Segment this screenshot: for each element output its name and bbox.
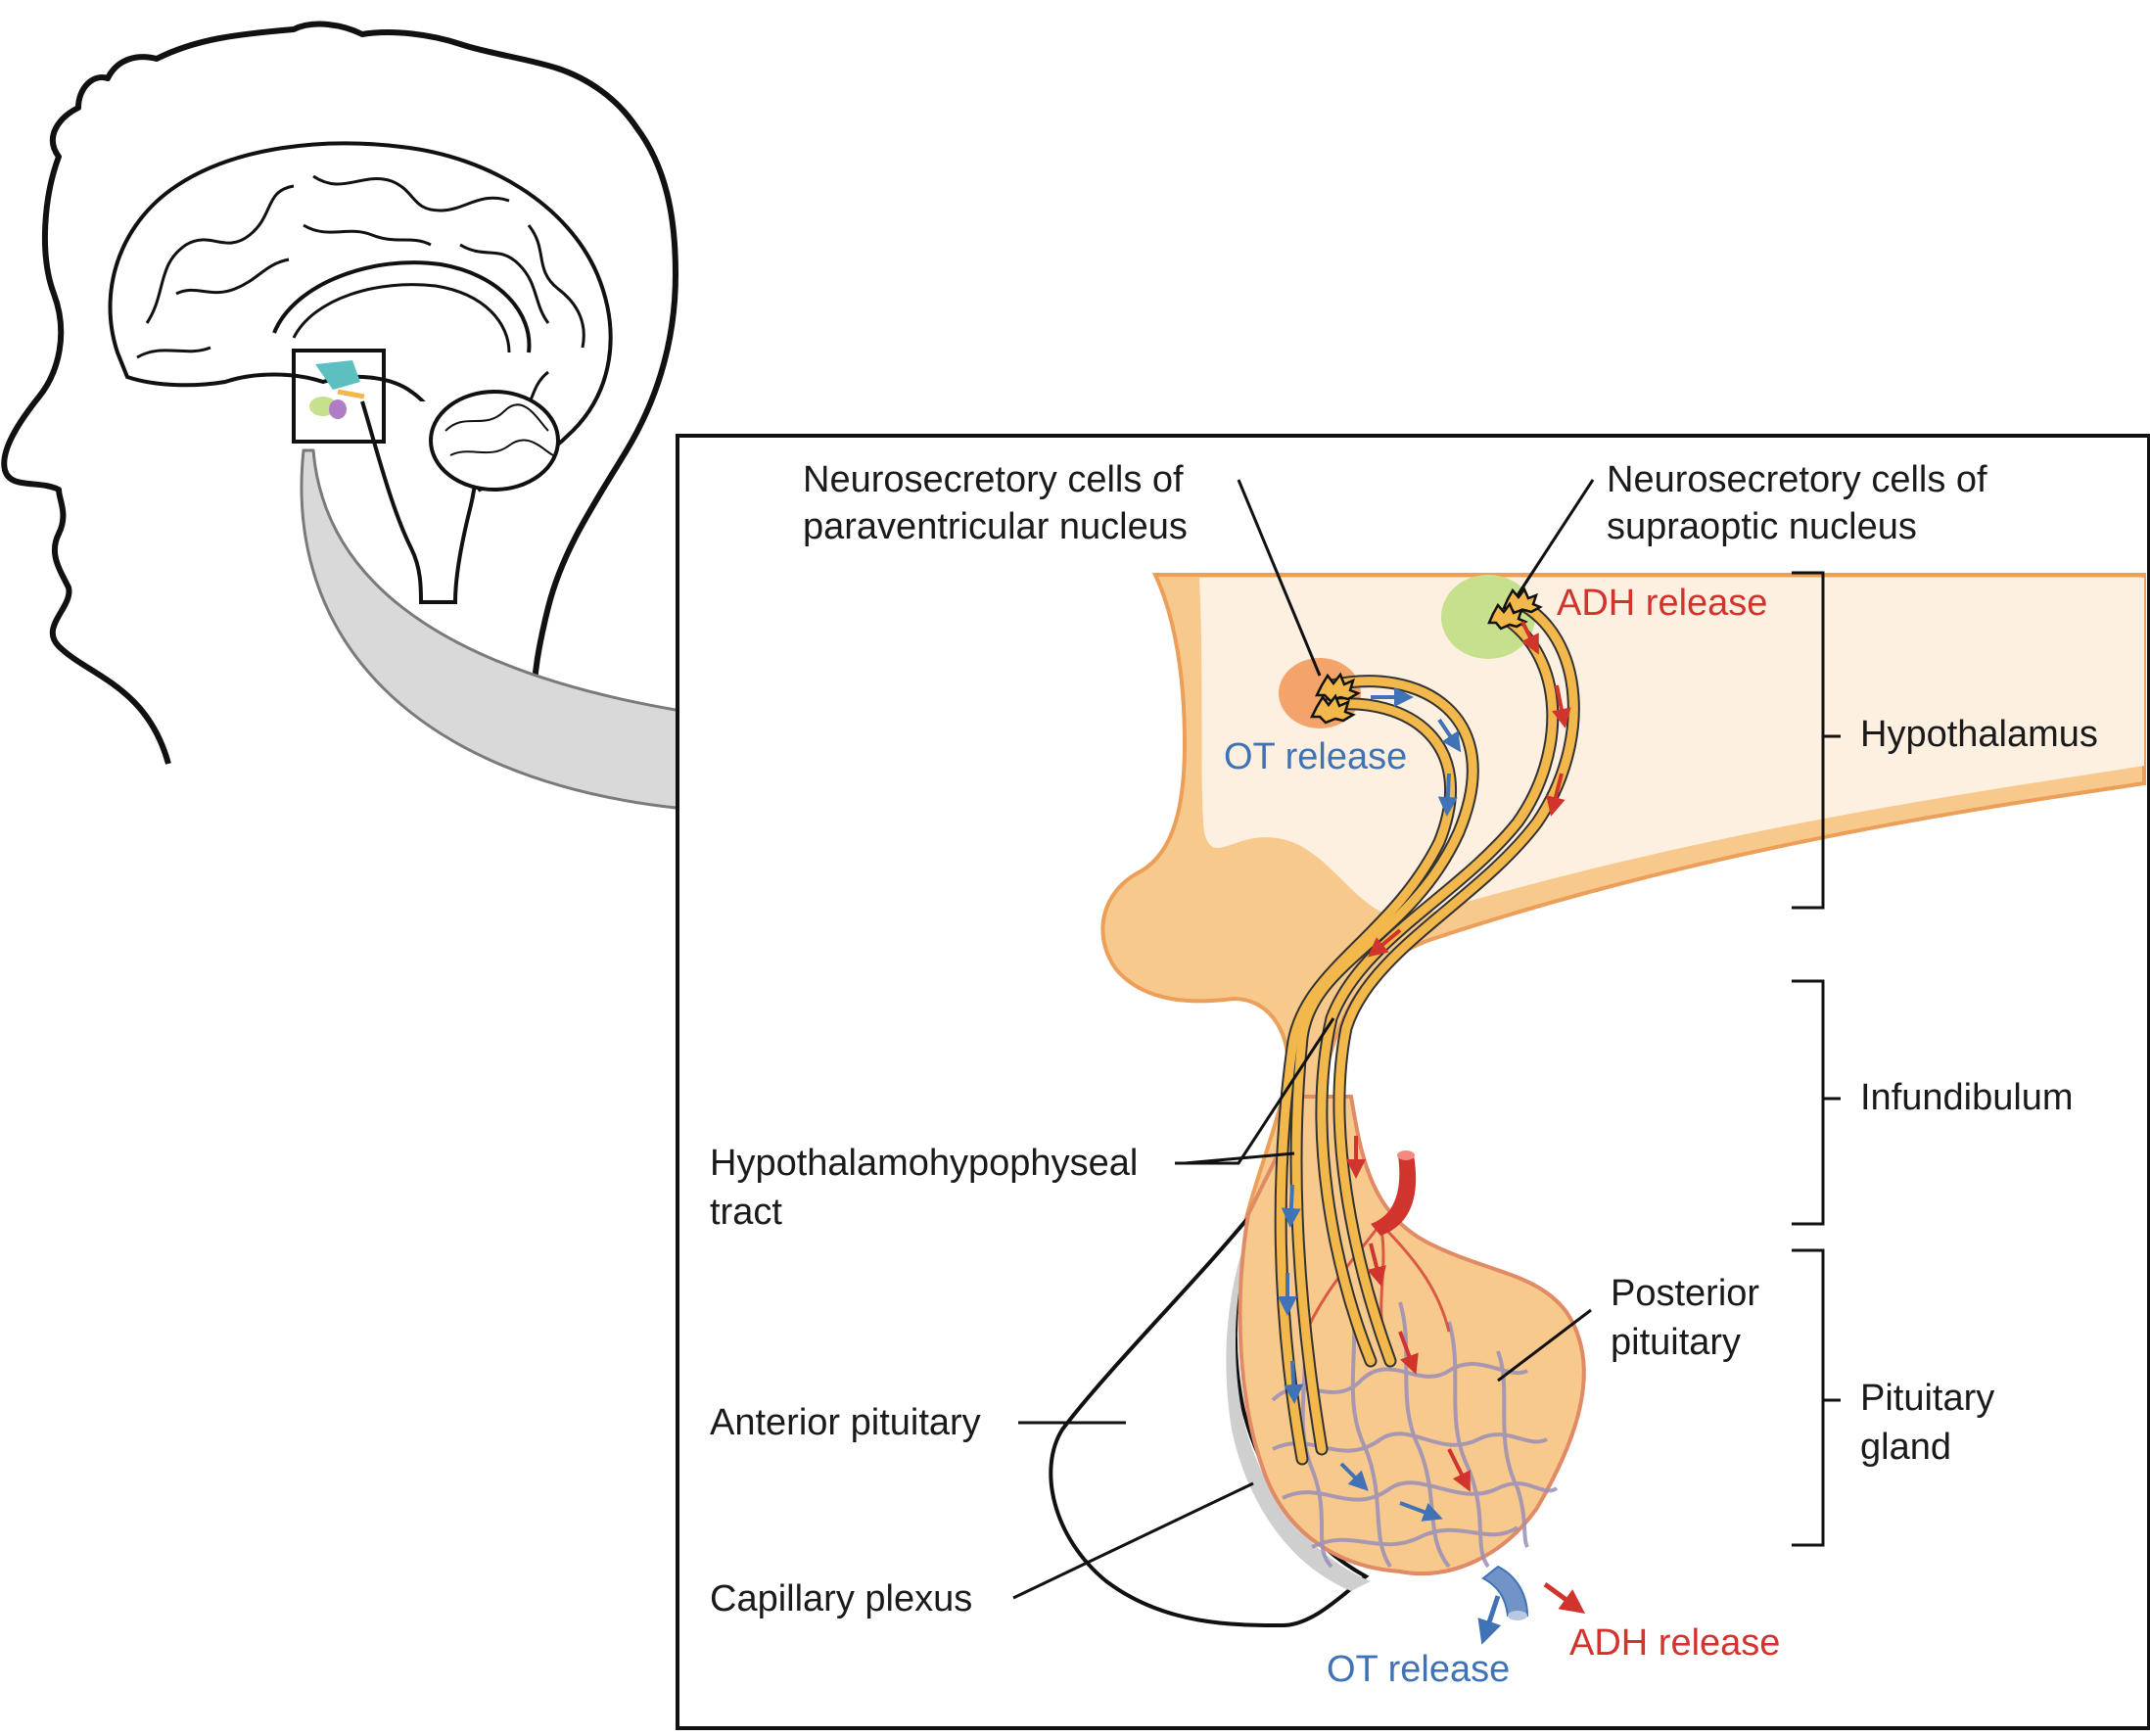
adh-release-bottom-label: ADH release (1569, 1622, 1780, 1664)
hypothalamus-mini (315, 360, 360, 390)
supraoptic-label-line1: Neurosecretory cells of (1607, 459, 1987, 500)
leader-lines (1012, 479, 1595, 1600)
supraoptic-label-line2: supraoptic nucleus (1607, 506, 1917, 547)
infundibulum-label: Infundibulum (1860, 1077, 2074, 1118)
artery (1371, 1155, 1417, 1236)
paraventricular-label-line2: paraventricular nucleus (803, 506, 1188, 547)
pituitary-gland-label-line2: gland (1860, 1427, 1951, 1468)
corpus-callosum (272, 260, 532, 353)
ot-release-arrow (1477, 1595, 1502, 1645)
adh-flow-arrows (1346, 621, 1571, 1492)
region-brackets (1792, 571, 1841, 1547)
ot-flow-arrows (1278, 687, 1462, 1522)
tract-label-line1: Hypothalamohypophyseal (710, 1143, 1138, 1184)
capillary-plexus-label: Capillary plexus (710, 1578, 972, 1619)
pituitary-gland-label-line1: Pituitary (1860, 1378, 1994, 1419)
ot-release-bottom-label: OT release (1327, 1649, 1510, 1690)
hypothalamus-inner (1199, 578, 2144, 918)
pituitary-bracket (1792, 1248, 1825, 1547)
pituitary-detail (1049, 573, 2146, 1645)
hypothalamus-bracket (1792, 571, 1825, 910)
head-outline (1, 21, 678, 765)
infundibulum-bracket (1792, 979, 1825, 1226)
zoom-box (292, 349, 386, 444)
paraventricular-label-line1: Neurosecretory cells of (803, 459, 1184, 500)
posterior-pituitary-label-line1: Posterior (1611, 1273, 1759, 1314)
adh-release-arrow (1543, 1581, 1586, 1614)
cerebellum (429, 390, 560, 492)
posterior-mini (329, 399, 347, 419)
ot-release-top-label: OT release (1224, 736, 1407, 777)
head-illustration (1, 21, 824, 839)
anterior-pituitary-label: Anterior pituitary (710, 1402, 981, 1443)
anterior-shadow (1226, 1214, 1371, 1591)
hypothalamus-label: Hypothalamus (1860, 714, 2098, 755)
adh-release-top-label: ADH release (1557, 583, 1767, 624)
posterior-pituitary-label-line2: pituitary (1611, 1322, 1741, 1363)
tract-label-line2: tract (710, 1192, 782, 1233)
neurosecretory-cell-bodies (1309, 586, 1543, 725)
